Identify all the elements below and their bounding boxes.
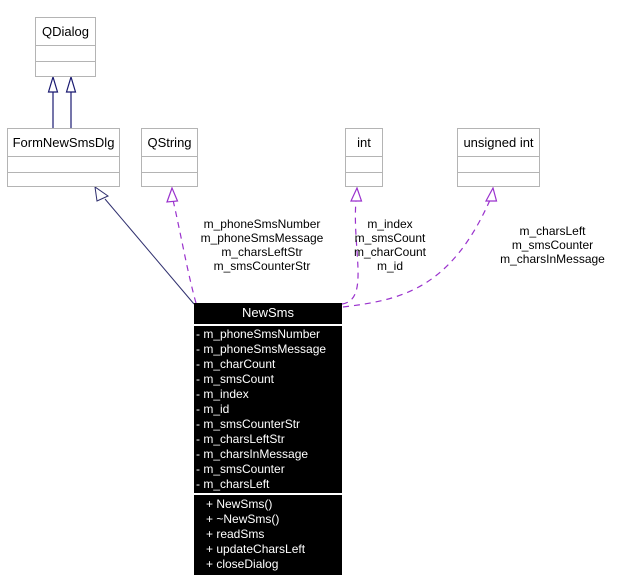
class-attribute: - m_smsCounter	[196, 462, 285, 476]
class-attribute: - m_charsLeft	[196, 477, 270, 491]
class-title-qdialog: QDialog	[36, 18, 95, 46]
class-attribute: - m_charCount	[196, 357, 276, 371]
edge-label-line: m_id	[376, 259, 403, 273]
class-attrs-formnewsmsdlg	[8, 157, 119, 173]
edge-label-line: m_phoneSmsMessage	[200, 231, 324, 245]
edge-formnewsmsdlg-to-qdialog-1	[47, 74, 59, 128]
class-attribute: - m_phoneSmsNumber	[196, 327, 321, 341]
class-attribute: - m_charsInMessage	[196, 447, 309, 461]
class-box-qdialog[interactable]: QDialog	[35, 17, 96, 77]
class-attrs-unsigned-int	[458, 157, 539, 173]
class-operation: + closeDialog	[206, 557, 279, 571]
class-box-unsigned-int[interactable]: unsigned int	[457, 128, 540, 187]
class-title-qstring: QString	[142, 129, 197, 157]
edge-newsms-to-formnewsmsdlg	[94, 185, 195, 305]
edge-label-line: m_charsLeft	[519, 224, 586, 238]
class-title-unsigned-int: unsigned int	[458, 129, 539, 157]
class-attrs-int	[346, 157, 382, 173]
class-attribute: - m_smsCounterStr	[196, 417, 301, 431]
edge-label-line: m_charsLeftStr	[221, 245, 303, 259]
edge-formnewsmsdlg-to-qdialog-2	[65, 74, 77, 128]
class-ops-formnewsmsdlg	[8, 173, 119, 188]
class-operation: + NewSms()	[206, 497, 273, 511]
class-box-int[interactable]: int	[345, 128, 383, 187]
edge-label-line: m_smsCounter	[511, 238, 594, 252]
class-title-formnewsmsdlg: FormNewSmsDlg	[8, 129, 119, 157]
edge-label-line: m_charCount	[353, 245, 427, 259]
class-attribute: - m_index	[196, 387, 249, 401]
class-box-newsms[interactable]: NewSms - m_phoneSmsNumber - m_phoneSmsMe…	[194, 303, 342, 575]
edge-label-unsigned-int: m_charsLeft m_smsCounter m_charsInMessag…	[485, 224, 620, 266]
class-attrs-newsms: - m_phoneSmsNumber - m_phoneSmsMessage -…	[194, 326, 342, 495]
edge-label-int: m_index m_smsCount m_charCount m_id	[345, 217, 435, 273]
class-attribute: - m_smsCount	[196, 372, 275, 386]
class-ops-newsms: + NewSms() + ~NewSms() + readSms + updat…	[196, 495, 342, 575]
edge-label-line: m_index	[367, 217, 413, 231]
edge-label-line: m_charsInMessage	[500, 252, 605, 266]
class-box-formnewsmsdlg[interactable]: FormNewSmsDlg	[7, 128, 120, 187]
edge-label-line: m_phoneSmsNumber	[203, 217, 321, 231]
class-ops-qstring	[142, 173, 197, 188]
class-attrs-qstring	[142, 157, 197, 173]
class-attribute: - m_id	[196, 402, 230, 416]
class-operation: + ~NewSms()	[206, 512, 280, 526]
class-attribute: - m_charsLeftStr	[196, 432, 285, 446]
class-operation: + readSms	[206, 527, 265, 541]
class-box-qstring[interactable]: QString	[141, 128, 198, 187]
class-ops-unsigned-int	[458, 173, 539, 188]
edge-label-line: m_smsCounterStr	[213, 259, 311, 273]
edge-label-qstring: m_phoneSmsNumber m_phoneSmsMessage m_cha…	[192, 217, 332, 273]
class-ops-int	[346, 173, 382, 188]
class-title-int: int	[346, 129, 382, 157]
class-attribute: - m_phoneSmsMessage	[196, 342, 327, 356]
class-operation: + updateCharsLeft	[206, 542, 306, 556]
edge-label-line: m_smsCount	[354, 231, 426, 245]
class-title-newsms: NewSms	[194, 303, 342, 326]
class-ops-qdialog	[36, 62, 95, 77]
class-attrs-qdialog	[36, 46, 95, 62]
